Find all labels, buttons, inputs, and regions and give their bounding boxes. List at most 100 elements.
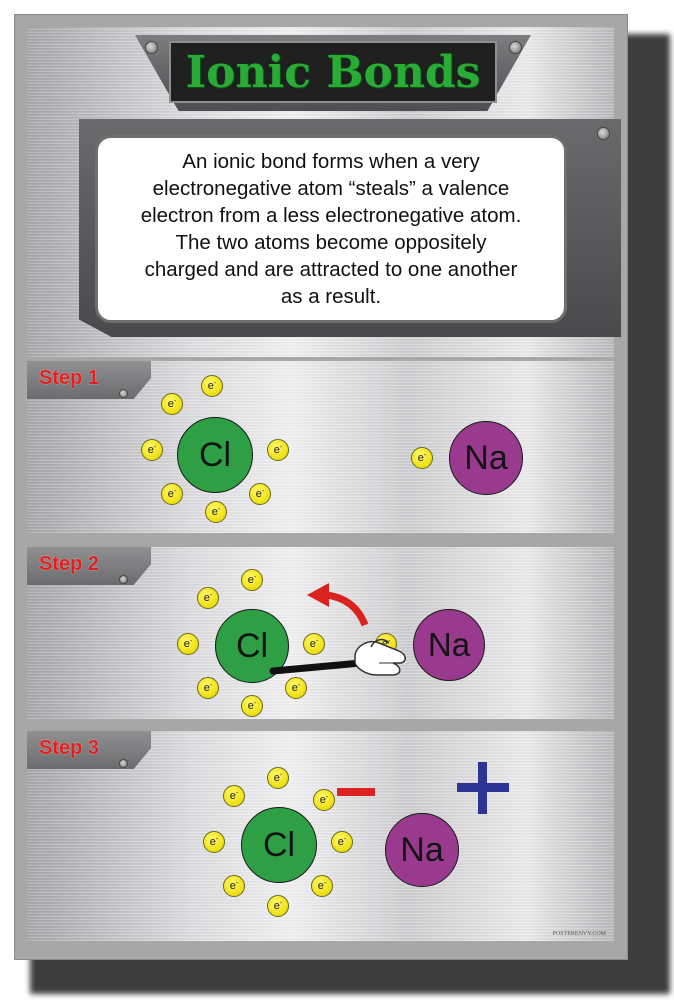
description-box: An ionic bond forms when a very electron… [95, 135, 567, 323]
electron-charge: - [253, 573, 257, 581]
electron-charge: - [189, 637, 193, 645]
step-2-label: Step 2 [39, 553, 100, 575]
electron-symbol: e [229, 790, 236, 802]
screw-icon [145, 41, 158, 54]
electron-symbol: e [273, 900, 280, 912]
electron-charge: - [279, 899, 283, 907]
electron-charge: - [209, 591, 213, 599]
electron-charge: - [261, 487, 265, 495]
electron-symbol: e [167, 488, 174, 500]
electron-icon: e- [331, 831, 353, 853]
step-2-panel: Step 2 Cl e- e- e- e- e- e- e- Na e- [27, 547, 614, 719]
electron-symbol: e [309, 638, 316, 650]
electron-icon: e- [201, 375, 223, 397]
chlorine-symbol: Cl [198, 435, 232, 474]
electron-icon: e- [241, 695, 263, 717]
sodium-atom: Na [449, 421, 523, 495]
electron-icon: e- [197, 587, 219, 609]
electron-icon: e- [313, 789, 335, 811]
electron-charge: - [297, 681, 301, 689]
electron-icon: e- [161, 393, 183, 415]
electron-symbol: e [273, 444, 280, 456]
step-3-label: Step 3 [39, 737, 100, 759]
electron-icon: e- [203, 831, 225, 853]
electron-symbol: e [147, 444, 154, 456]
step-1-label: Step 1 [39, 367, 100, 389]
electron-charge: - [325, 793, 329, 801]
electron-symbol: e [319, 794, 326, 806]
description-line: electronegative atom “steals” a valence [152, 177, 510, 200]
chlorine-atom: Cl [177, 417, 253, 493]
step-tab [27, 731, 151, 769]
electron-charge: - [387, 637, 391, 645]
page-title: Ionic Bonds [185, 46, 481, 98]
electron-symbol: e [247, 700, 254, 712]
electron-charge: - [235, 789, 239, 797]
chlorine-ion: Cl [241, 807, 317, 883]
sodium-symbol: Na [400, 830, 444, 869]
glove-layer [354, 638, 406, 676]
electron-symbol: e [273, 772, 280, 784]
description-line: The two atoms become oppositely [175, 231, 487, 254]
step-3-panel: Step 3 Cl e- e- e- e- e- e- e- e- Na POS… [27, 731, 614, 941]
transfer-arrow-icon [326, 591, 369, 627]
electron-symbol: e [247, 574, 254, 586]
step-tab [27, 361, 151, 399]
electron-icon: e- [223, 875, 245, 897]
screw-icon [119, 389, 128, 398]
electron-charge: - [323, 879, 327, 887]
poster-credit: POSTERENVY.COM [552, 931, 606, 937]
electron-icon: e- [411, 447, 433, 469]
sodium-ion: Na [385, 813, 459, 887]
electron-icon: e- [267, 895, 289, 917]
white-glove-hand-icon [354, 638, 406, 676]
screw-icon [119, 575, 128, 584]
electron-icon: e- [285, 677, 307, 699]
screw-icon [119, 759, 128, 768]
electron-symbol: e [203, 592, 210, 604]
chlorine-symbol: Cl [235, 626, 269, 665]
electron-icon: e- [141, 439, 163, 461]
electron-charge: - [209, 681, 213, 689]
sodium-symbol: Na [427, 626, 471, 663]
negative-charge-icon [337, 788, 375, 796]
electron-charge: - [235, 879, 239, 887]
screw-icon [597, 127, 610, 140]
sodium-symbol: Na [464, 438, 508, 477]
electron-icon: e- [311, 875, 333, 897]
electron-icon: e- [205, 501, 227, 523]
electron-charge: - [343, 835, 347, 843]
chlorine-symbol: Cl [262, 825, 296, 864]
electron-charge: - [217, 505, 221, 513]
electron-icon: e- [223, 785, 245, 807]
electron-icon: e- [249, 483, 271, 505]
poster: Ionic Bonds An ionic bond forms when a v… [14, 14, 628, 960]
electron-charge: - [215, 835, 219, 843]
electron-symbol: e [417, 452, 424, 464]
electron-symbol: e [209, 836, 216, 848]
electron-icon: e- [177, 633, 199, 655]
electron-charge: - [423, 451, 427, 459]
electron-charge: - [253, 699, 257, 707]
screw-icon [509, 41, 522, 54]
description-line: An ionic bond forms when a very [182, 150, 480, 173]
electron-icon: e- [303, 633, 325, 655]
electron-symbol: e [381, 638, 388, 650]
header-panel: Ionic Bonds An ionic bond forms when a v… [27, 27, 621, 357]
electron-charge: - [213, 379, 217, 387]
step-1-panel: Step 1 Cl e- e- e- e- e- e- e- Na e- [27, 361, 614, 533]
step-tab [27, 547, 151, 585]
electron-icon: e- [241, 569, 263, 591]
electron-charge: - [279, 443, 283, 451]
description-line: electron from a less electronegative ato… [140, 204, 522, 227]
electron-charge: - [173, 397, 177, 405]
electron-symbol: e [337, 836, 344, 848]
description-line: as a result. [280, 285, 382, 308]
transfer-illustration [269, 583, 369, 675]
electron-icon: e- [197, 677, 219, 699]
arrow-head-icon [307, 583, 329, 607]
electron-symbol: e [203, 682, 210, 694]
electron-charge: - [279, 771, 283, 779]
electron-symbol: e [291, 682, 298, 694]
description-line: charged and are attracted to one another [144, 258, 518, 281]
